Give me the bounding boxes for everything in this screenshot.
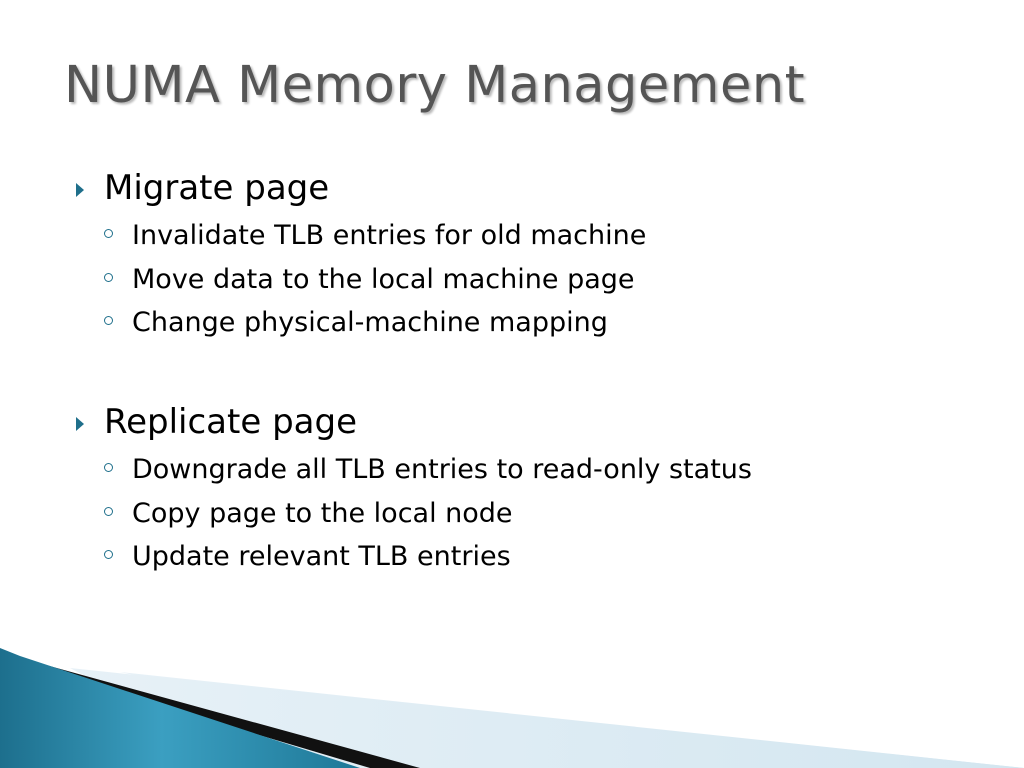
bullet-item: Migrate page — [74, 168, 329, 216]
sub-bullet-list: Downgrade all TLB entries to read-only s… — [74, 454, 752, 585]
circle-bullet-icon — [104, 229, 113, 238]
sub-bullet-text: Copy page to the local node — [132, 497, 513, 529]
bullet-text: Replicate page — [104, 402, 357, 442]
triangle-bullet-icon — [76, 417, 84, 431]
sub-bullet-text: Downgrade all TLB entries to read-only s… — [132, 454, 752, 485]
circle-bullet-icon — [104, 506, 113, 516]
bullet-group-replicate: Replicate page Downgrade all TLB entries… — [74, 402, 752, 585]
slide-title: NUMA Memory Management — [64, 56, 806, 115]
circle-bullet-icon — [104, 272, 113, 282]
footer-light-band — [120, 672, 1024, 768]
sub-bullet-text: Update relevant TLB entries — [132, 541, 511, 572]
footer-decoration — [0, 648, 1024, 768]
sub-bullet-list: Invalidate TLB entries for old machine M… — [74, 220, 646, 351]
circle-bullet-icon — [104, 463, 113, 472]
bullet-item: Replicate page — [74, 402, 357, 450]
sub-bullet-text: Change physical-machine mapping — [132, 307, 608, 338]
footer-teal-band — [0, 648, 360, 768]
circle-bullet-icon — [104, 316, 113, 325]
sub-bullet-text: Move data to the local machine page — [132, 263, 635, 295]
circle-bullet-icon — [104, 550, 113, 559]
bullet-text: Migrate page — [104, 168, 330, 208]
triangle-bullet-icon — [76, 183, 84, 197]
bullet-group-migrate: Migrate page Invalidate TLB entries for … — [74, 168, 646, 351]
sub-bullet-text: Invalidate TLB entries for old machine — [132, 220, 647, 251]
